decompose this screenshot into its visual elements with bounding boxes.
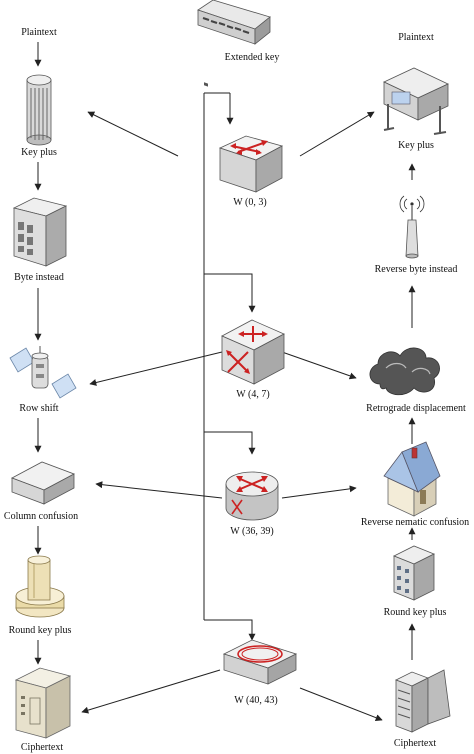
byte-instead-label: Byte instead (14, 272, 64, 283)
arrow-w3639-to-column (95, 481, 223, 499)
extended-key-label: Extended key (224, 52, 280, 63)
right-ciphertext-label: Ciphertext (393, 738, 437, 749)
arrow-w03-to-right-keyplus (299, 111, 375, 157)
left-key-plus-label: Key plus (21, 147, 57, 158)
reverse-byte-instead-label: Reverse byte instead (374, 264, 458, 275)
arrow-w47-to-retrograde (281, 351, 357, 380)
arrow-w4043-to-left-cipher (81, 669, 221, 714)
arrow-w03-to-left-keyplus (87, 111, 179, 157)
reverse-nematic-confusion-label: Reverse nematic confusion (360, 517, 470, 528)
w-4-7-label: W (4, 7) (236, 389, 270, 400)
arrow-to-w4043 (204, 619, 256, 641)
column-confusion-label: Column confusion (3, 511, 79, 522)
arrow-w47-to-row-shift (89, 351, 223, 386)
arrow-w4043-to-right-cipher (299, 687, 383, 721)
left-plaintext-label: Plaintext (21, 27, 57, 38)
row-shift-label: Row shift (19, 403, 59, 414)
left-round-key-plus-label: Round key plus (8, 625, 72, 636)
w-36-39-label: W (36, 39) (230, 526, 274, 537)
arrow-to-w3639 (204, 431, 256, 455)
w-0-3-label: W (0, 3) (233, 197, 267, 208)
right-round-key-plus-label: Round key plus (383, 607, 447, 618)
w-40-43-label: W (40, 43) (234, 695, 278, 706)
right-plaintext-label: Plaintext (398, 32, 434, 43)
left-ciphertext-label: Ciphertext (20, 742, 64, 753)
right-key-plus-label: Key plus (398, 140, 434, 151)
arrow-w3639-to-nematic (281, 485, 357, 499)
arrow-to-w47 (204, 273, 256, 313)
retrograde-displacement-label: Retrograde displacement (366, 403, 466, 414)
